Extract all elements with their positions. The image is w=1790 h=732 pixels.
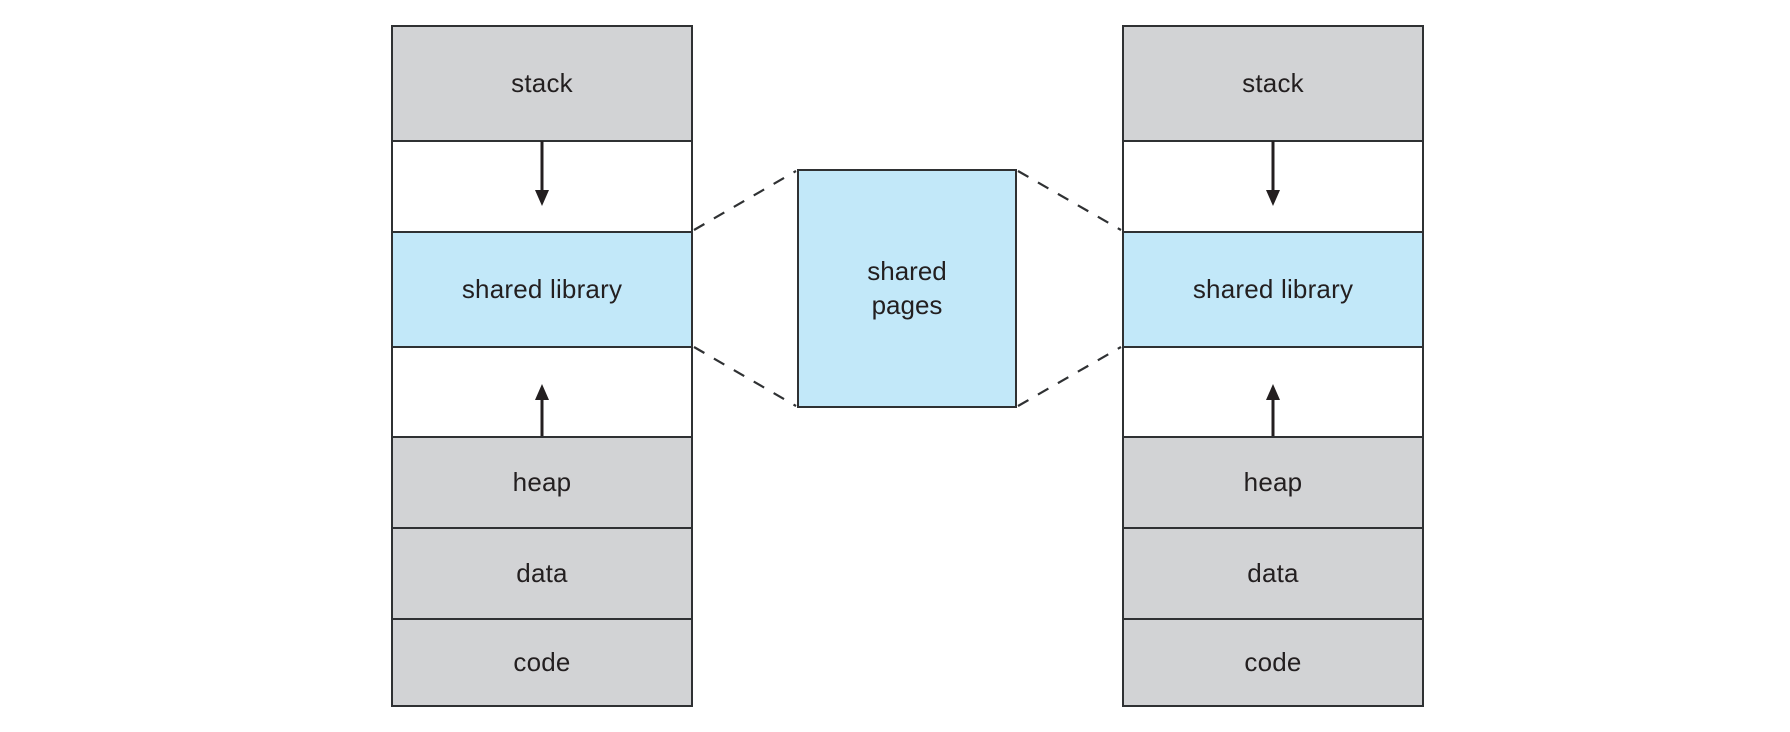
segment-label: heap [512,467,572,497]
segment-label: stack [1242,68,1304,98]
segment-heap-right: heap [1124,436,1422,527]
segment-data-left: data [393,527,691,618]
dashed-connector-right-top [1017,170,1122,231]
segment-label: shared library [1192,274,1354,304]
segment-stack-growth-gap-left [393,140,691,231]
segment-label: code [513,647,571,677]
process-memory-left: stack shared library heap data code [391,25,693,707]
dashed-connector-right-bottom [1017,346,1122,407]
segment-stack-growth-gap-right [1124,140,1422,231]
segment-label: shared library [461,274,623,304]
segment-label: heap [1243,467,1303,497]
segment-shared-library-left: shared library [393,231,691,346]
segment-stack-left: stack [393,27,691,140]
shared-pages-label: shared pages [867,255,947,320]
segment-heap-growth-gap-left [393,346,691,436]
segment-heap-left: heap [393,436,691,527]
segment-code-left: code [393,618,691,705]
segment-label: stack [511,68,573,98]
dashed-connector-left-top [693,170,797,231]
dashed-connector-left-bottom [693,346,797,407]
process-memory-right: stack shared library heap data code [1122,25,1424,707]
segment-label: data [516,558,568,588]
segment-stack-right: stack [1124,27,1422,140]
segment-shared-library-right: shared library [1124,231,1422,346]
segment-heap-growth-gap-right [1124,346,1422,436]
segment-label: data [1247,558,1299,588]
segment-code-right: code [1124,618,1422,705]
segment-label: code [1244,647,1302,677]
segment-data-right: data [1124,527,1422,618]
shared-pages-box: shared pages [797,169,1017,408]
